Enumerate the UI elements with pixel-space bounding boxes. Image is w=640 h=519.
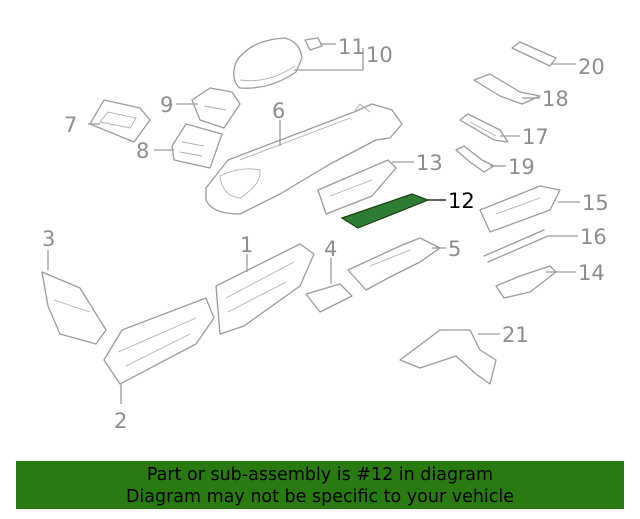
part-18-bracket[interactable] xyxy=(473,73,541,105)
callout-16: 16 xyxy=(580,225,607,249)
callout-14: 14 xyxy=(578,261,605,285)
part-3-knee-panel[interactable] xyxy=(41,271,107,345)
callout-15: 15 xyxy=(582,191,609,215)
part-17-panel[interactable] xyxy=(459,113,509,143)
callout-4: 4 xyxy=(324,237,337,261)
callout-1: 1 xyxy=(240,233,253,257)
part-10-armrest-lid[interactable] xyxy=(233,37,303,89)
callout-20: 20 xyxy=(578,55,605,79)
callout-19: 19 xyxy=(508,155,535,179)
part-5-support[interactable] xyxy=(347,237,441,291)
part-16-rail[interactable] xyxy=(483,229,549,263)
callout-7: 7 xyxy=(64,113,77,137)
callout-9: 9 xyxy=(160,93,173,117)
leader-lines xyxy=(47,43,580,404)
part-7-switch-bezel[interactable] xyxy=(89,99,151,143)
part-6-console-body[interactable] xyxy=(205,103,403,215)
banner-line-2: Diagram may not be specific to your vehi… xyxy=(125,487,515,507)
part-1-side-trim[interactable] xyxy=(215,243,315,335)
info-banner: Part or sub-assembly is #12 in diagram D… xyxy=(16,461,624,509)
callout-21: 21 xyxy=(502,323,529,347)
callout-10: 10 xyxy=(366,43,393,67)
part-20-trim-strip[interactable] xyxy=(511,41,557,67)
part-13-side-panel[interactable] xyxy=(317,159,397,215)
callout-11: 11 xyxy=(338,35,365,59)
part-11-clip[interactable] xyxy=(304,37,323,51)
part-15-tray[interactable] xyxy=(479,185,561,233)
callout-17: 17 xyxy=(522,125,549,149)
callout-5: 5 xyxy=(448,237,461,261)
part-2-side-trim[interactable] xyxy=(103,297,215,385)
callout-8: 8 xyxy=(136,139,149,163)
parts-diagram: 1 2 3 4 5 6 7 8 9 10 11 12 13 14 15 16 1… xyxy=(41,35,609,433)
part-19-seal[interactable] xyxy=(455,145,495,173)
callout-6: 6 xyxy=(272,99,285,123)
banner-line-1: Part or sub-assembly is #12 in diagram xyxy=(146,465,494,485)
part-4-plate[interactable] xyxy=(305,283,353,313)
part-12-highlighted[interactable] xyxy=(340,193,430,229)
callout-18: 18 xyxy=(542,87,569,111)
part-21-bracket[interactable] xyxy=(399,329,497,385)
callout-3: 3 xyxy=(42,227,55,251)
part-8-switch-panel[interactable] xyxy=(171,123,223,169)
callout-labels: 1 2 3 4 5 6 7 8 9 10 11 12 13 14 15 16 1… xyxy=(42,35,609,433)
part-14-bracket[interactable] xyxy=(495,265,557,299)
part-9-cover[interactable] xyxy=(191,87,241,129)
callout-12: 12 xyxy=(448,189,475,213)
callout-13: 13 xyxy=(416,151,443,175)
callout-2: 2 xyxy=(114,409,127,433)
